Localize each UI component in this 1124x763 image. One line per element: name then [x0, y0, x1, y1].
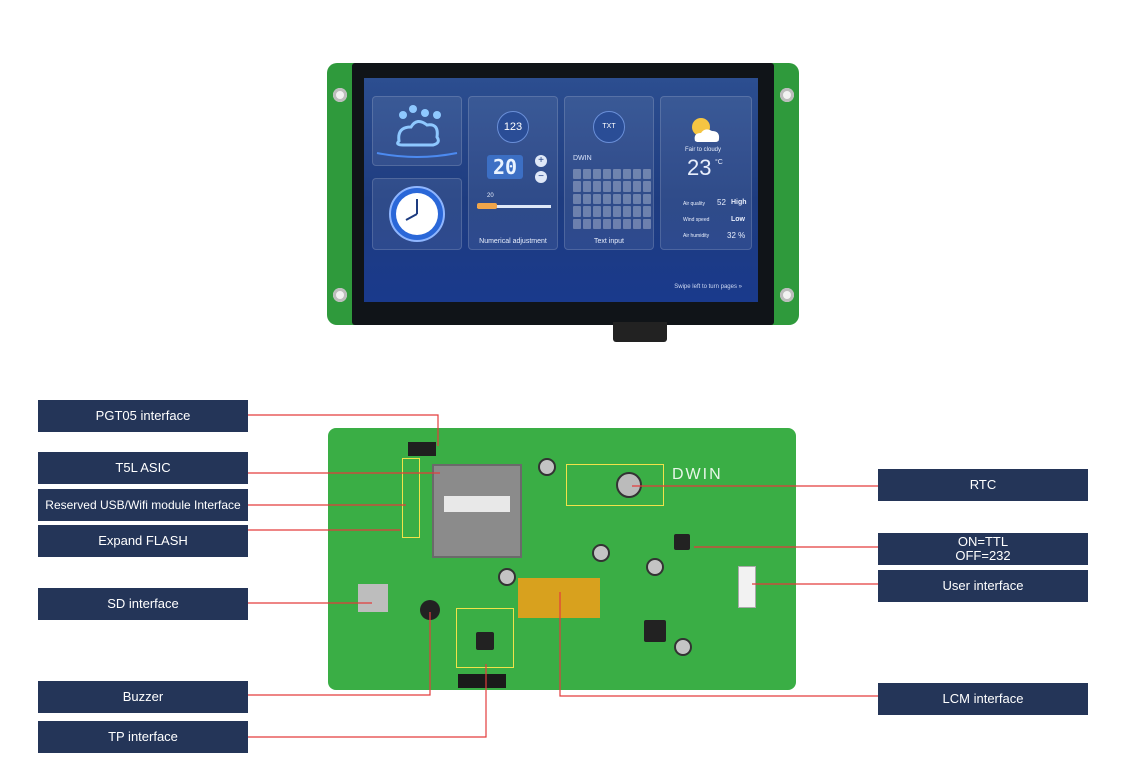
numerical-caption: Numerical adjustment: [479, 238, 547, 245]
capacitor: [498, 568, 516, 586]
capacitor: [592, 544, 610, 562]
tp-controller-chip: [476, 632, 494, 650]
ttl-switch: [674, 534, 690, 550]
pcb-board: DWIN: [328, 428, 796, 690]
txt-file-icon: TXT: [593, 111, 625, 143]
slider-value: 20: [487, 193, 494, 199]
swipe-hint: Swipe left to turn pages »: [674, 284, 742, 290]
label-pgt05-interface: PGT05 interface: [38, 400, 248, 432]
label-buzzer: Buzzer: [38, 681, 248, 713]
mount-hole: [780, 288, 794, 302]
humidity-label: Air humidity: [683, 233, 710, 239]
rtc-battery: [616, 472, 642, 498]
temperature-value: 23: [687, 155, 712, 180]
wind-value: Low: [731, 216, 745, 223]
air-quality-level: High: [731, 199, 747, 206]
label-tp-interface: TP interface: [38, 721, 248, 753]
label-expand-flash: Expand FLASH: [38, 525, 248, 557]
leader-lcm: [559, 592, 878, 697]
numerical-tile[interactable]: 123 20 + − 20 Numerical adjustment: [468, 96, 558, 250]
humidity-value: 32 %: [727, 231, 746, 240]
wind-label: Wind speed: [683, 217, 710, 223]
sd-card-slot: [358, 584, 388, 612]
capacitor: [538, 458, 556, 476]
partly-cloudy-icon: [692, 118, 720, 142]
capacitor: [646, 558, 664, 576]
pgt05-connector: [408, 442, 436, 456]
numbers-icon: 123: [497, 111, 529, 143]
leader-buzzer: [248, 612, 431, 696]
buzzer-component: [420, 600, 440, 620]
power-chip: [644, 620, 666, 642]
keyboard-title: DWIN: [573, 155, 592, 162]
label-t5l-asic: T5L ASIC: [38, 452, 248, 484]
dwin-logo: DWIN: [672, 466, 723, 483]
weather-tile[interactable]: Fair to cloudy 23 °C Air quality 52 High…: [660, 96, 752, 250]
text-input-tile[interactable]: TXT DWIN Text input: [564, 96, 654, 250]
numeric-display: 20: [487, 155, 523, 179]
clock-tile[interactable]: [372, 178, 462, 250]
plus-button[interactable]: +: [535, 155, 547, 167]
value-slider[interactable]: [477, 205, 551, 208]
mount-hole: [333, 88, 347, 102]
label-lcm-interface: LCM interface: [878, 683, 1088, 715]
ffc-connector: [613, 322, 667, 342]
display-screen: 123 20 + − 20 Numerical adjustment TXT D…: [364, 78, 758, 302]
label-ttl-on: ON=TTL: [957, 534, 1009, 549]
leader-tp: [248, 664, 487, 738]
label-rtc: RTC: [878, 469, 1088, 501]
user-interface-connector: [738, 566, 756, 608]
tp-connector: [458, 674, 506, 688]
cloud-tile[interactable]: [372, 96, 462, 166]
mount-hole: [780, 88, 794, 102]
t5l-highlight-box: [402, 458, 420, 538]
slider-fill: [477, 203, 497, 209]
minus-button[interactable]: −: [535, 171, 547, 183]
clock-icon: [389, 186, 445, 242]
rtc-highlight-box: [566, 464, 664, 506]
air-quality-value: 52: [717, 198, 726, 207]
text-input-caption: Text input: [594, 238, 624, 245]
leader-pgt05: [248, 414, 439, 446]
keyboard-grid[interactable]: [573, 169, 651, 229]
capacitor: [674, 638, 692, 656]
label-reserved-usb-wifi: Reserved USB/Wifi module Interface: [38, 489, 248, 521]
label-user-interface: User interface: [878, 570, 1088, 602]
temperature-unit: °C: [715, 159, 723, 166]
tp-highlight-box: [456, 608, 514, 668]
label-ttl-off: OFF=232: [955, 548, 1011, 563]
weather-status: Fair to cloudy: [685, 147, 722, 153]
label-sd-interface: SD interface: [38, 588, 248, 620]
lcm-connector: [518, 578, 600, 618]
module-sticker: [444, 496, 510, 512]
mount-hole: [333, 288, 347, 302]
cloud-icon: [376, 105, 458, 158]
label-ttl-switch: ON=TTL OFF=232: [878, 533, 1088, 565]
air-quality-label: Air quality: [683, 201, 705, 207]
t5l-asic-module: [432, 464, 522, 558]
